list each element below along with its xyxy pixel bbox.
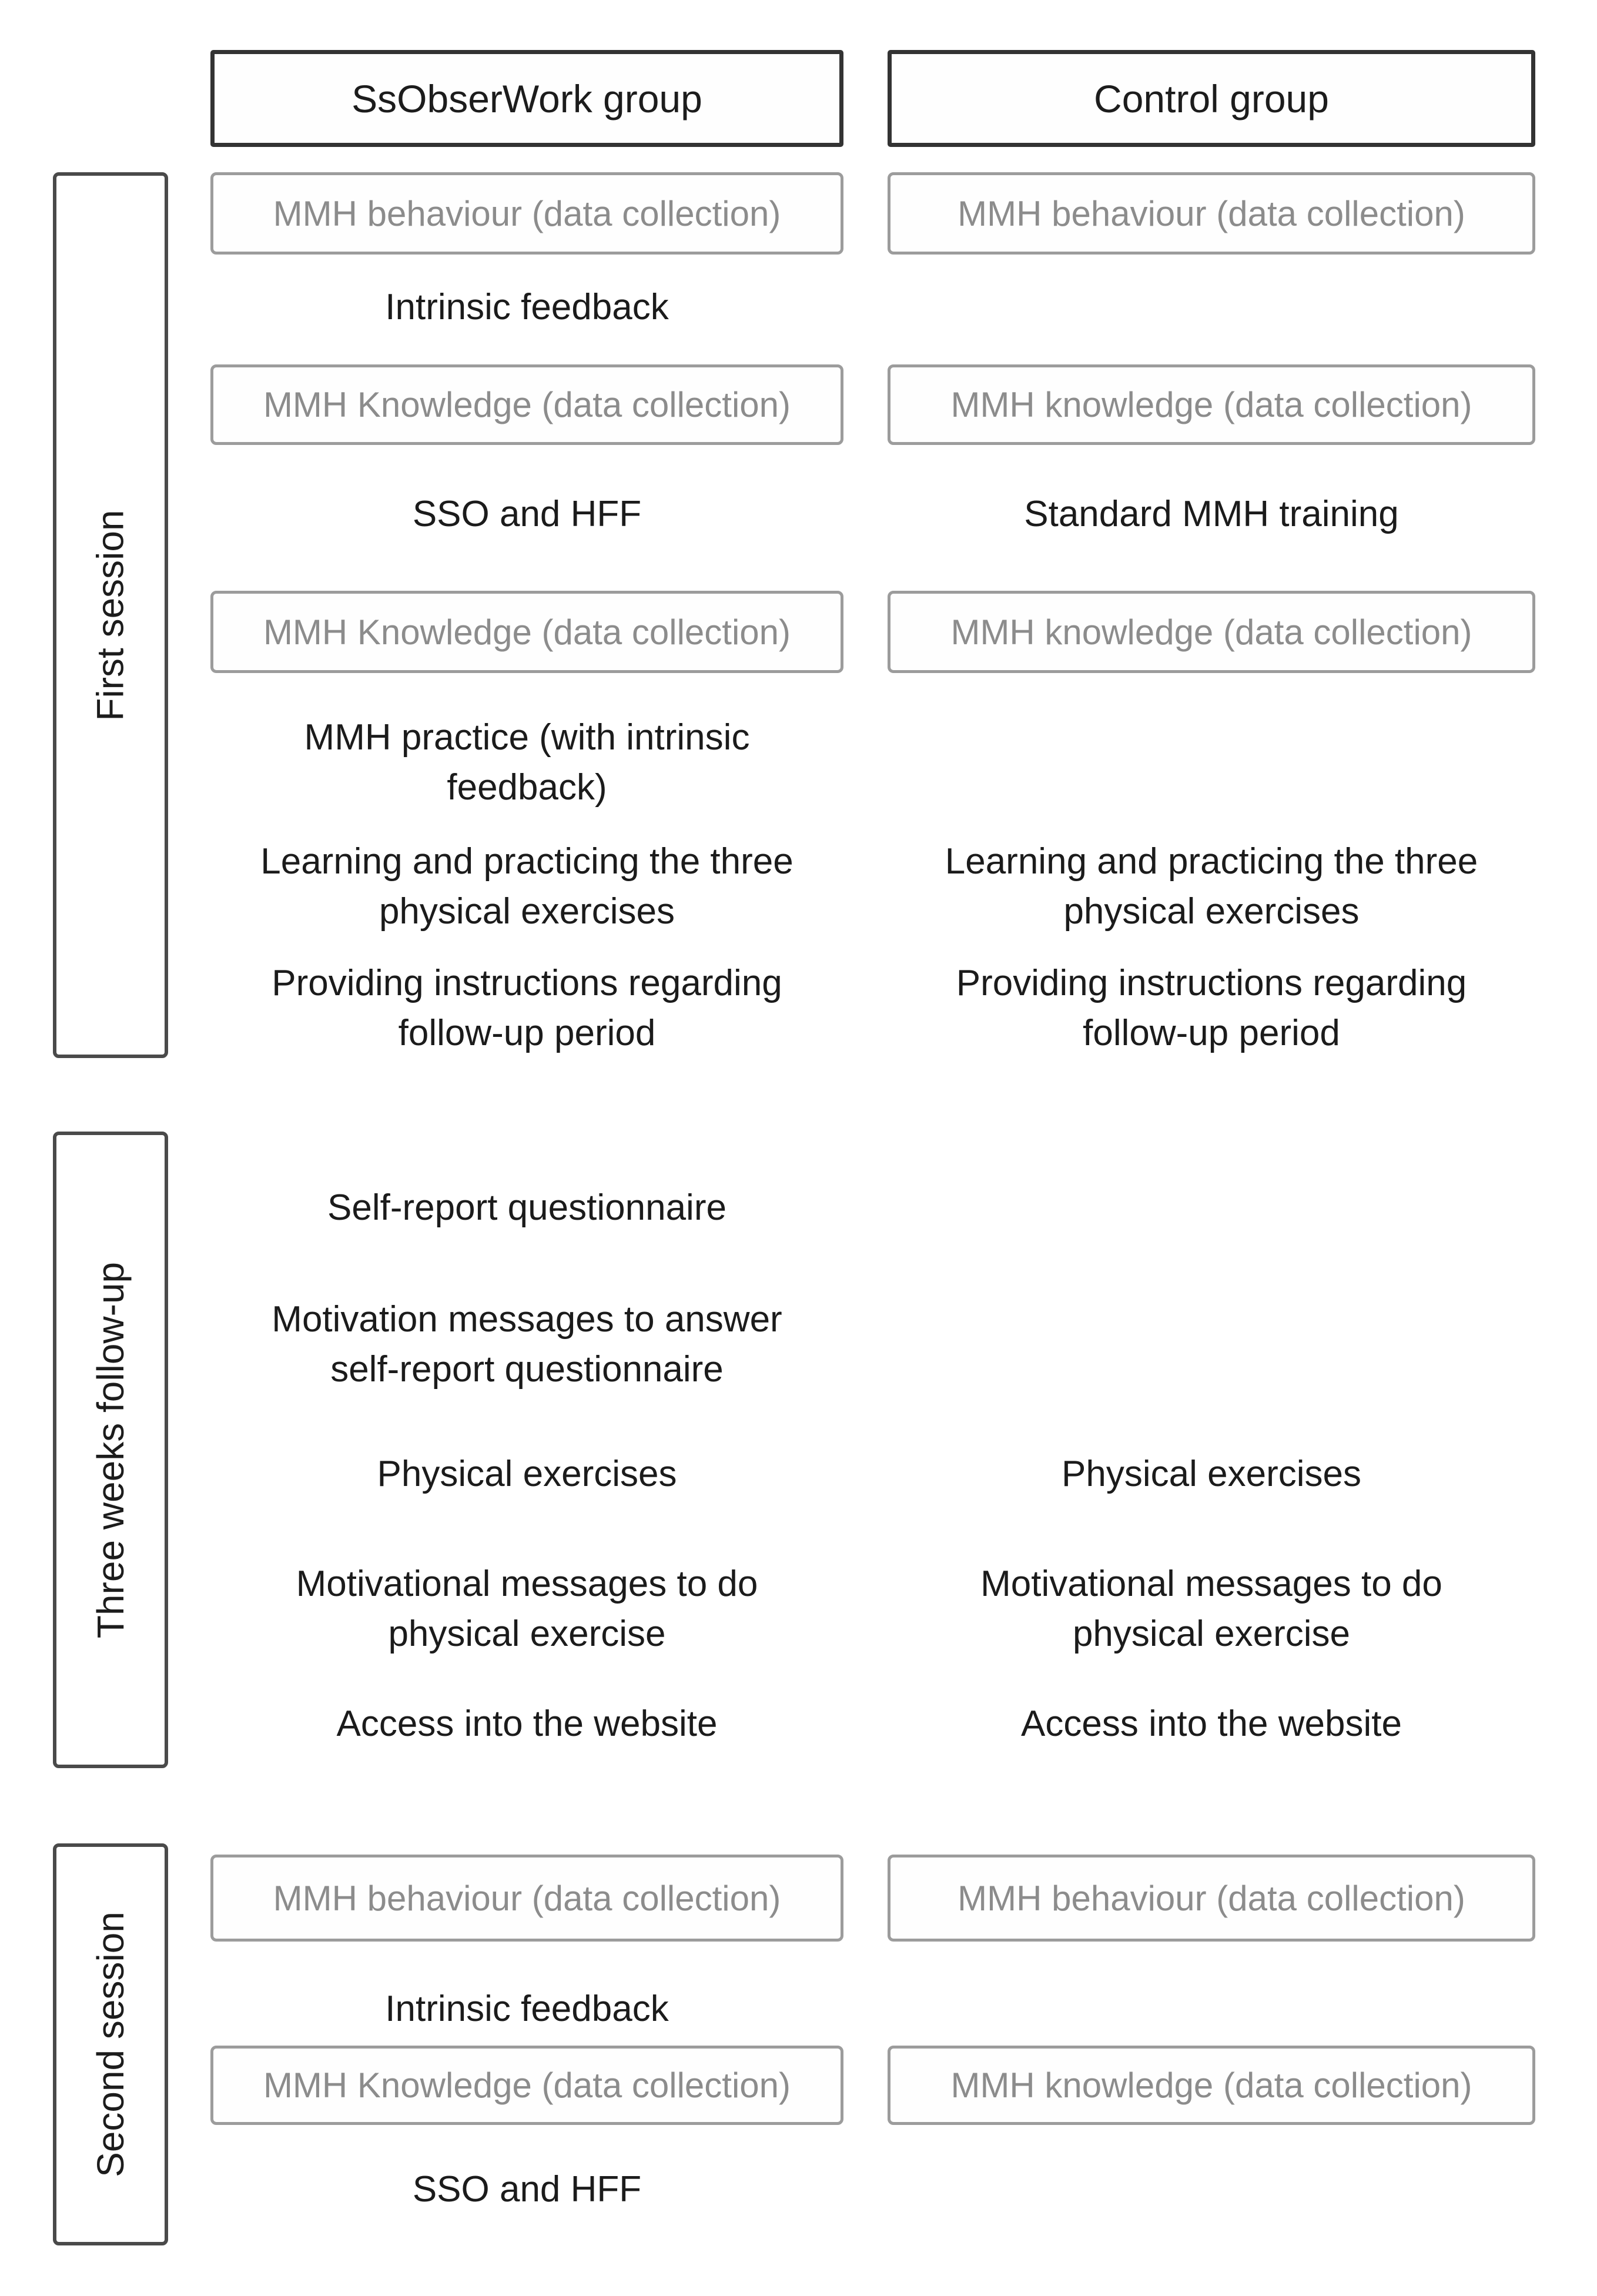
label-sso-and-hff-2: SSO and HFF	[412, 2169, 642, 2210]
label-mmh-practice-line2: feedback)	[447, 767, 607, 808]
databox-mmh-behaviour-left-1: MMH behaviour (data collection)	[210, 172, 843, 255]
label-sso-and-hff-1: SSO and HFF	[412, 494, 642, 534]
label-motivational-right-line1: Motivational messages to do	[980, 1564, 1442, 1604]
sidebar-second-session: Second session	[53, 1843, 168, 2245]
databox-mmh-knowledge-right-3: MMH knowledge (data collection)	[888, 2046, 1535, 2125]
sidebar-three-weeks-follow-up-label: Three weeks follow-up	[89, 1261, 132, 1638]
label-motivation-answer-line2: self-report questionnaire	[330, 1349, 724, 1390]
label-providing-right-line2: follow-up period	[1083, 1013, 1340, 1053]
label-access-website-right: Access into the website	[1021, 1703, 1402, 1744]
label-physical-exercises-left: Physical exercises	[377, 1454, 677, 1494]
label-providing-left-line1: Providing instructions regarding	[272, 963, 782, 1003]
databox-mmh-knowledge-left-2: MMH Knowledge (data collection)	[210, 591, 843, 673]
label-providing-instructions-right: Providing instructions regarding follow-…	[888, 958, 1535, 1058]
label-mmh-practice-line1: MMH practice (with intrinsic	[304, 717, 750, 758]
databox-mmh-behaviour-right-2: MMH behaviour (data collection)	[888, 1855, 1535, 1942]
label-motivational-messages-right: Motivational messages to do physical exe…	[888, 1559, 1535, 1659]
label-physical-exercises-right: Physical exercises	[1062, 1454, 1361, 1494]
label-providing-instructions-left: Providing instructions regarding follow-…	[210, 958, 843, 1058]
databox-mmh-knowledge-left-1: MMH Knowledge (data collection)	[210, 364, 843, 445]
label-learning-practicing-right: Learning and practicing the three physic…	[888, 836, 1535, 936]
label-learning-left-line2: physical exercises	[379, 891, 675, 932]
header-ssoberwork-group: SsObserWork group	[210, 50, 843, 147]
label-motivation-messages-answer: Motivation messages to answer self-repor…	[210, 1294, 843, 1394]
label-motivational-left-line1: Motivational messages to do	[296, 1564, 758, 1604]
label-providing-right-line1: Providing instructions regarding	[956, 963, 1467, 1003]
label-motivational-messages-left: Motivational messages to do physical exe…	[210, 1559, 843, 1659]
label-providing-left-line2: follow-up period	[398, 1013, 656, 1053]
databox-mmh-behaviour-left-2: MMH behaviour (data collection)	[210, 1855, 843, 1942]
label-motivational-right-line2: physical exercise	[1072, 1614, 1351, 1654]
label-self-report-questionnaire: Self-report questionnaire	[327, 1187, 726, 1228]
databox-mmh-knowledge-right-1: MMH knowledge (data collection)	[888, 364, 1535, 445]
sidebar-first-session: First session	[53, 172, 168, 1058]
label-motivation-answer-line1: Motivation messages to answer	[272, 1299, 782, 1340]
label-standard-mmh-training: Standard MMH training	[1024, 494, 1399, 534]
label-mmh-practice: MMH practice (with intrinsic feedback)	[210, 712, 843, 812]
label-intrinsic-feedback-1: Intrinsic feedback	[385, 287, 669, 327]
label-motivational-left-line2: physical exercise	[388, 1614, 666, 1654]
sidebar-second-session-label: Second session	[89, 1912, 132, 2177]
label-learning-left-line1: Learning and practicing the three	[260, 841, 794, 882]
label-learning-right-line2: physical exercises	[1063, 891, 1360, 932]
label-access-website-left: Access into the website	[336, 1703, 718, 1744]
label-intrinsic-feedback-2: Intrinsic feedback	[385, 1989, 669, 2029]
databox-mmh-knowledge-left-3: MMH Knowledge (data collection)	[210, 2046, 843, 2125]
label-learning-practicing-left: Learning and practicing the three physic…	[210, 836, 843, 936]
label-learning-right-line1: Learning and practicing the three	[945, 841, 1478, 882]
sidebar-first-session-label: First session	[89, 509, 132, 721]
sidebar-three-weeks-follow-up: Three weeks follow-up	[53, 1132, 168, 1768]
databox-mmh-behaviour-right-1: MMH behaviour (data collection)	[888, 172, 1535, 255]
header-control-group: Control group	[888, 50, 1535, 147]
databox-mmh-knowledge-right-2: MMH knowledge (data collection)	[888, 591, 1535, 673]
